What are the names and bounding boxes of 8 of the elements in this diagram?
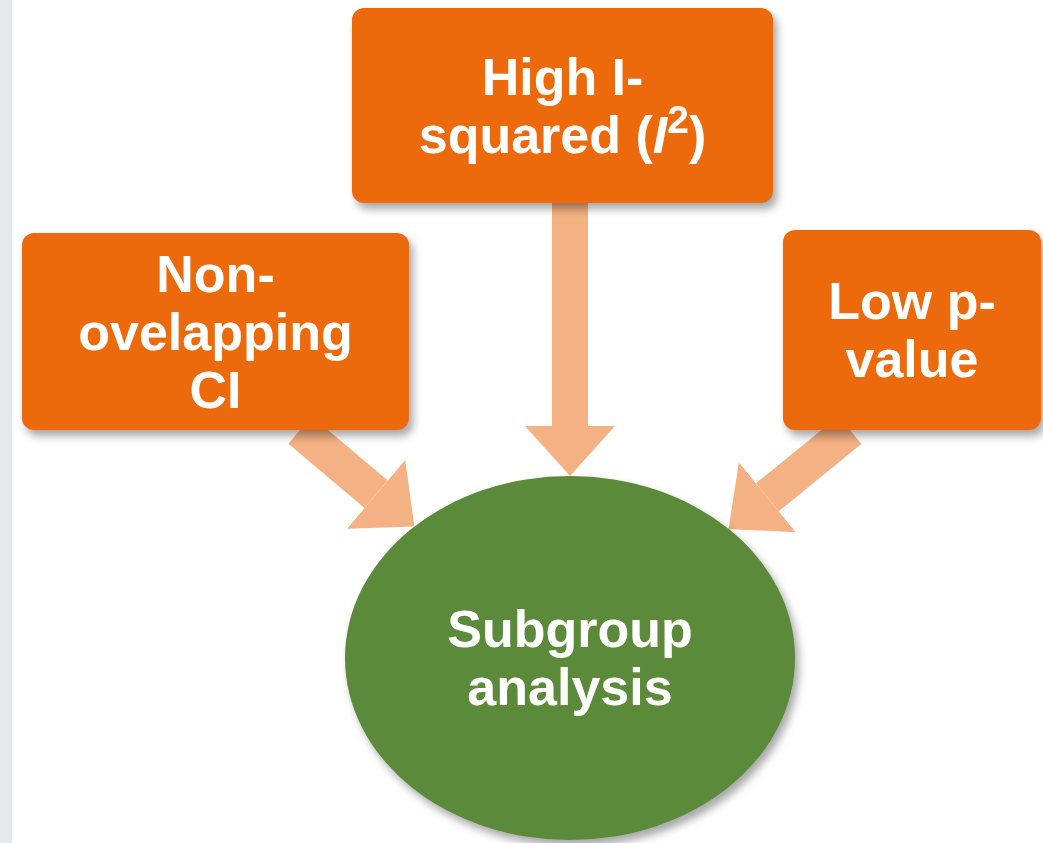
node-label: Non- ovelapping CI [77, 244, 354, 419]
node-label: High I- squared (I$^{2}$) [417, 47, 708, 164]
node-label: Subgroup analysis [446, 600, 694, 716]
node-label: Low p- value [827, 272, 997, 388]
process-box [352, 8, 773, 203]
process-box [22, 233, 409, 430]
process-box [783, 230, 1041, 430]
block-arrow [525, 203, 615, 476]
